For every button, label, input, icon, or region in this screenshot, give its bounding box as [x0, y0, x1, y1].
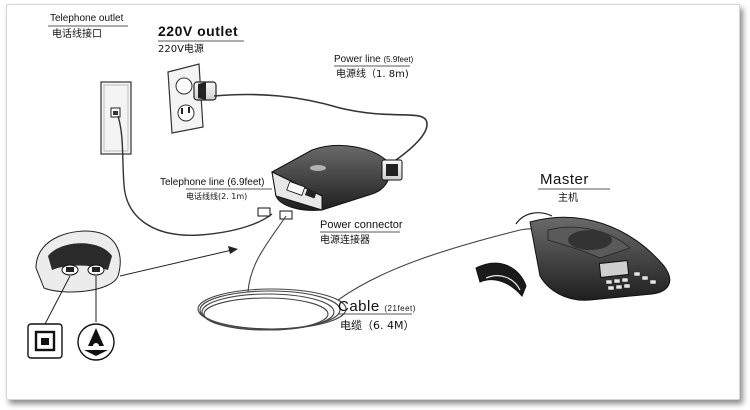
master-conference-phone	[515, 212, 671, 301]
power-outlet-label: 220V outlet	[158, 23, 239, 39]
connector-detail-callout	[35, 230, 238, 327]
power-connector-label-cn: 电源连接器	[320, 235, 370, 246]
master-label: Master	[540, 171, 589, 188]
telephone-line-label: Telephone line (6.9feet)	[160, 177, 265, 188]
telephone-line-label-cn: 电话线线(2. 1m)	[186, 192, 248, 201]
power-outlet-label-cn: 220V电源	[158, 44, 204, 55]
power-wall-outlet	[167, 63, 217, 134]
power-line-label-cn: 电源线（1. 8m)	[336, 69, 409, 80]
telephone-wall-plate	[100, 81, 132, 155]
cable-label-cn: 电缆（6. 4M）	[340, 319, 415, 332]
power-connector-label: Power connector	[320, 219, 403, 231]
power-connector-unit	[271, 144, 403, 211]
master-label-cn: 主机	[558, 193, 578, 204]
telephone-outlet-label-cn: 电话线接口	[52, 29, 102, 40]
port-detail-callout	[475, 262, 527, 297]
phone-plug-connectors	[257, 207, 293, 220]
power-port-symbol-icon	[77, 323, 115, 361]
power-line-label: Power line (5.9feet)	[334, 54, 414, 65]
telephone-outlet-label: Telephone outlet	[50, 13, 124, 24]
cable-label: Cable (21feet)	[338, 298, 416, 315]
telephone-line-cable	[117, 115, 273, 236]
phone-port-symbol-icon	[27, 323, 63, 359]
power-line-cable	[213, 93, 428, 161]
